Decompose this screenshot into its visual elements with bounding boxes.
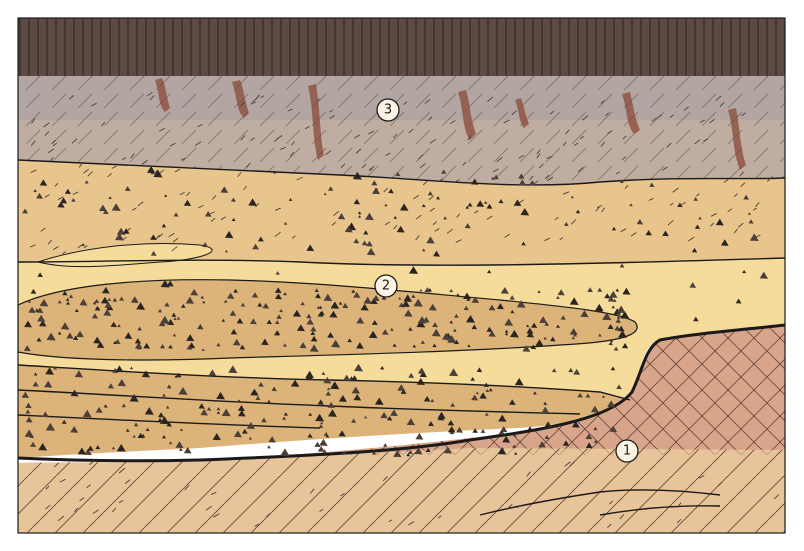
label-2-text: 2 xyxy=(382,279,390,294)
label-1-text: 1 xyxy=(623,444,631,459)
pebble xyxy=(383,443,387,447)
pebble xyxy=(415,433,423,440)
label-3-text: 3 xyxy=(384,103,392,118)
topsoil-hatch xyxy=(18,18,785,76)
pebble xyxy=(314,442,320,447)
pebble xyxy=(267,445,271,448)
pebble xyxy=(319,439,327,446)
pebble xyxy=(280,448,289,456)
label-1: 1 xyxy=(616,440,638,462)
label-3: 3 xyxy=(377,99,399,121)
label-2: 2 xyxy=(375,275,397,297)
